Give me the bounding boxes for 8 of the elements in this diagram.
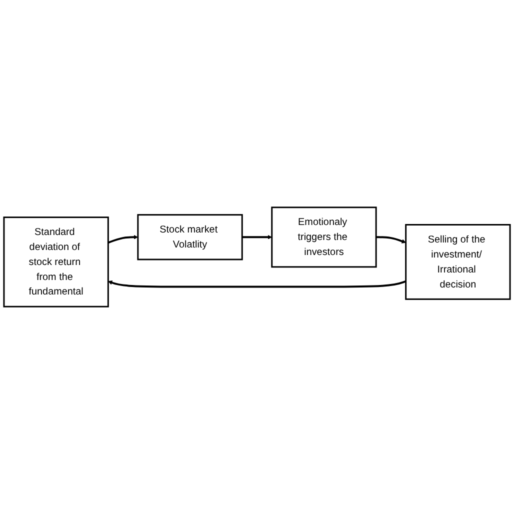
arrow — [108, 234, 138, 244]
arrow — [376, 236, 406, 244]
node-box — [137, 214, 243, 260]
node-box — [3, 216, 109, 308]
arrow — [108, 280, 406, 288]
node-box — [271, 206, 377, 268]
arrow — [242, 234, 272, 240]
node-box — [405, 224, 511, 300]
